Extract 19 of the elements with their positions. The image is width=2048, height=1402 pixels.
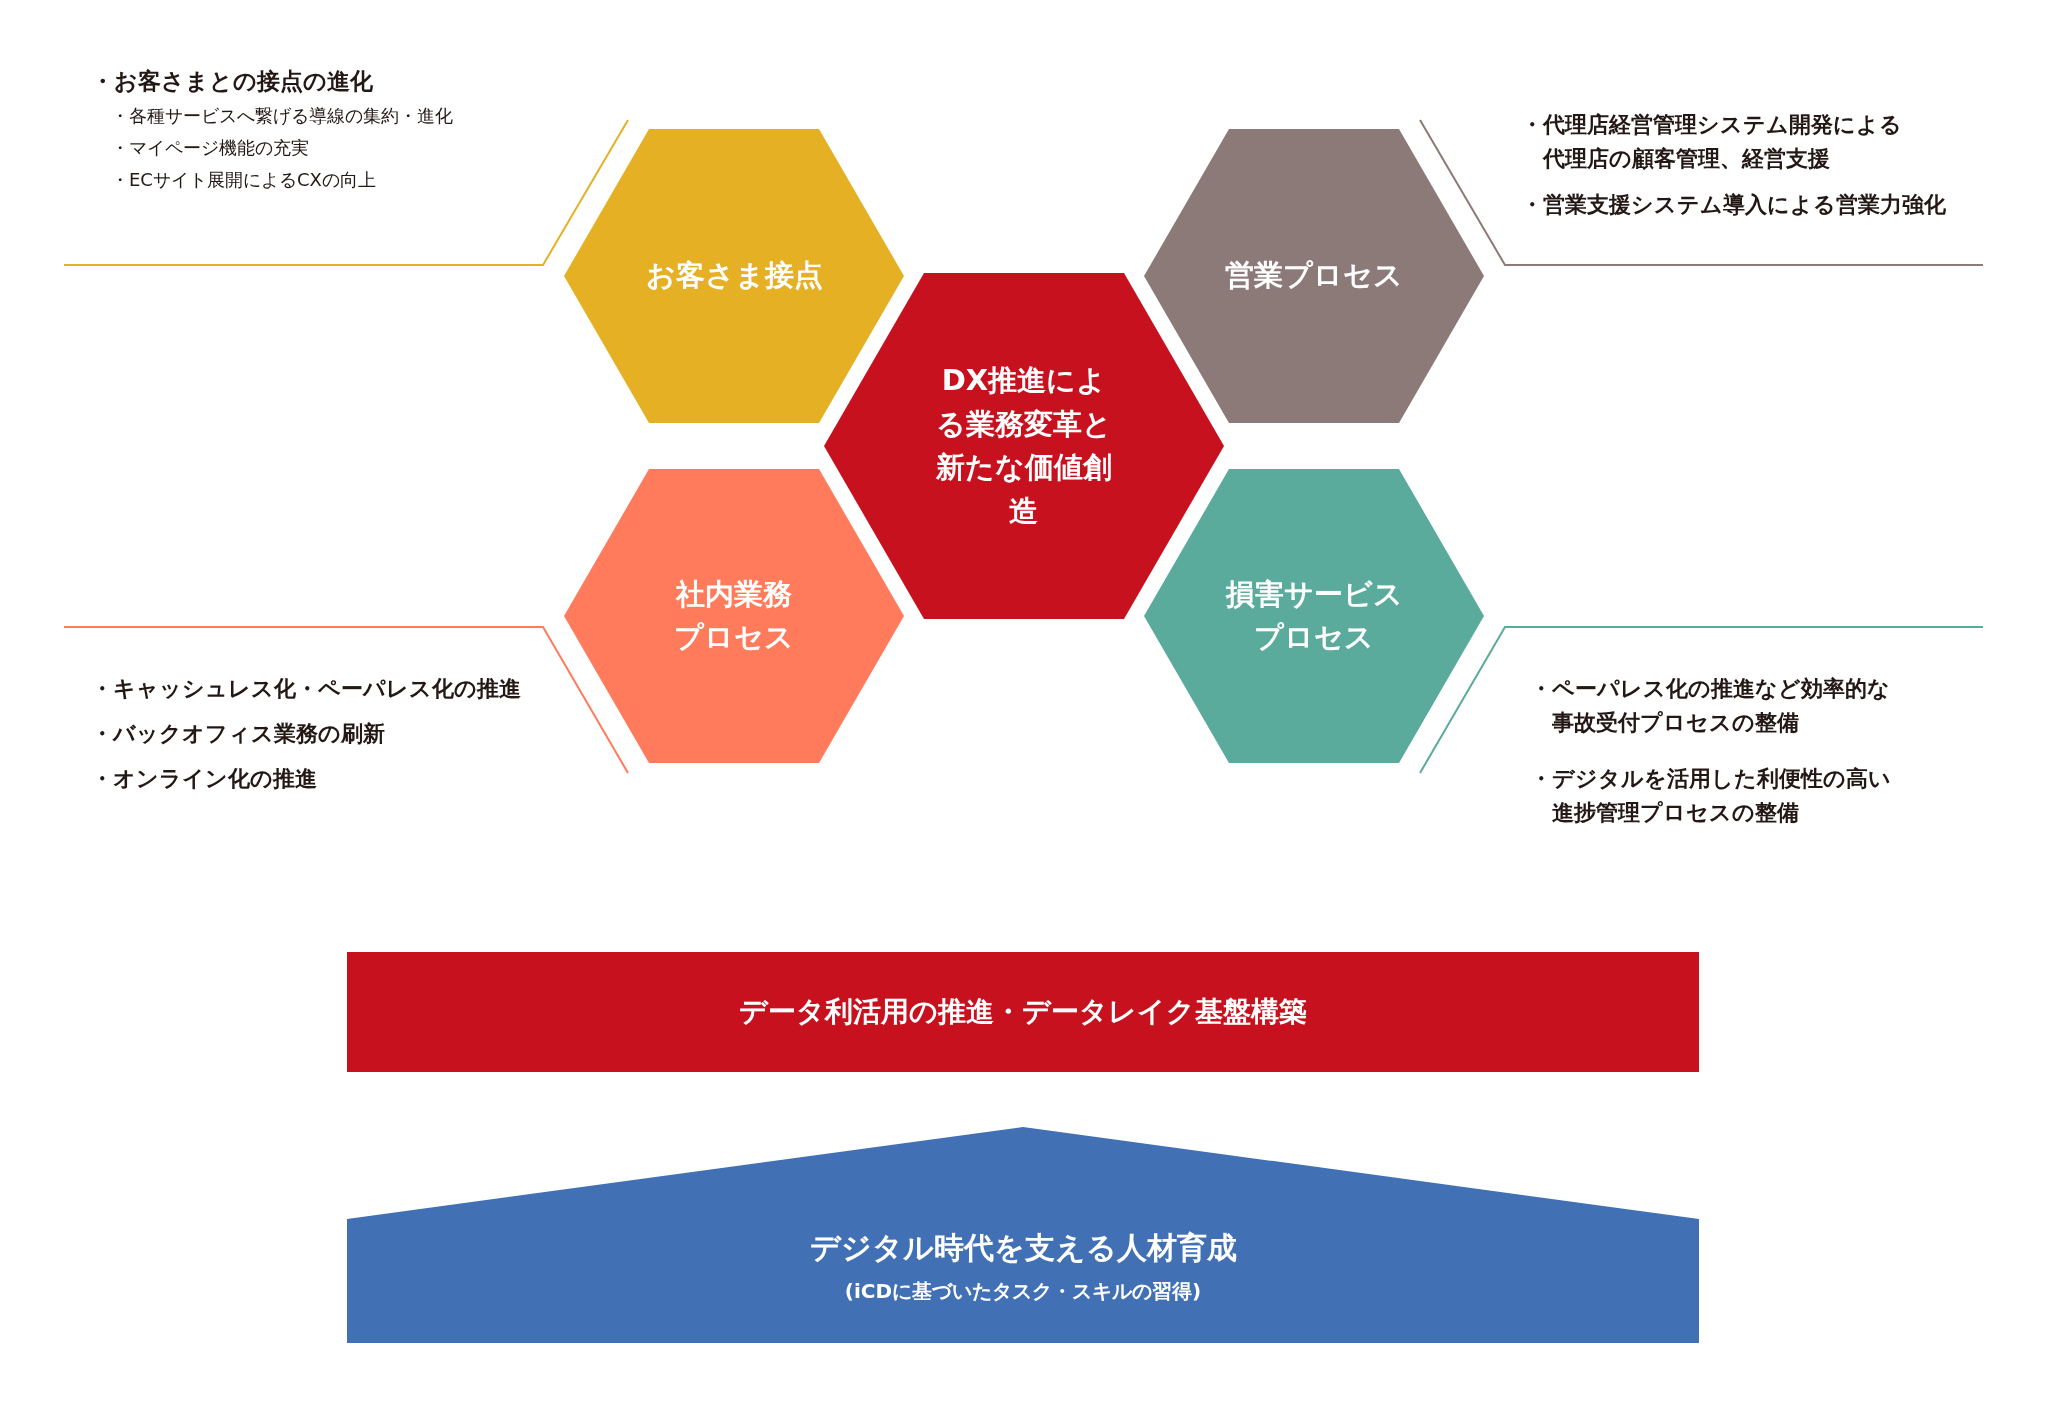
shape-label: 損害サービスプロセス bbox=[1224, 575, 1404, 656]
bullet-item: ・キャッシュレス化・ペーパレス化の推進 bbox=[91, 675, 522, 703]
shape-sublabel: (iCDに基づいたタスク・スキルの習得) bbox=[844, 1277, 1202, 1305]
bullet-item: ・ペーパレス化の推進など効率的な事故受付プロセスの整備 bbox=[1530, 675, 1891, 738]
shape-label: データ利活用の推進・データレイク基盤構築 bbox=[739, 994, 1307, 1030]
shape-label: 社内業務プロセス bbox=[673, 575, 795, 656]
bullet-item: ・マイページ機能の充実 bbox=[111, 136, 310, 160]
bullet-item: ・デジタルを活用した利便性の高い進捗管理プロセスの整備 bbox=[1530, 765, 1892, 828]
bullet-item: ・営業支援システム導入による営業力強化 bbox=[1521, 191, 1947, 219]
shape-label: DX推進による業務変革と新たな価値創造 bbox=[935, 362, 1113, 530]
bullet-item: ・バックオフィス業務の刷新 bbox=[91, 720, 386, 748]
shape-label: デジタル時代を支える人材育成 bbox=[809, 1228, 1237, 1267]
bullet-item: ・代理店経営管理システム開発による代理店の顧客管理、経営支援 bbox=[1521, 111, 1903, 174]
shape-label: お客さま接点 bbox=[645, 257, 823, 295]
shape-label: 営業プロセス bbox=[1225, 257, 1403, 295]
bullet-item: ・ECサイト展開によるCXの向上 bbox=[111, 168, 377, 192]
bullet-item: ・お客さまとの接点の進化 bbox=[91, 67, 374, 96]
bullet-item: ・各種サービスへ繋げる導線の集約・進化 bbox=[111, 104, 454, 128]
bullet-item: ・オンライン化の推進 bbox=[91, 765, 318, 793]
